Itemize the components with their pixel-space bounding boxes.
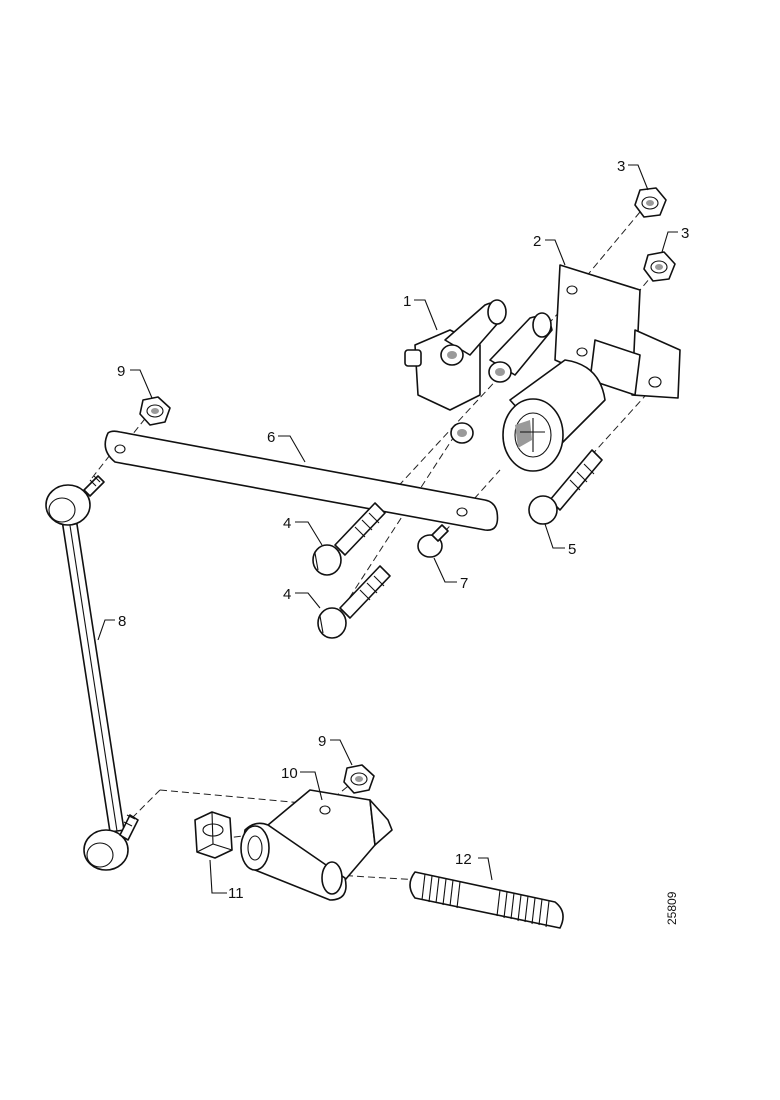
label-part-9-upper: 9 (117, 363, 125, 380)
level-sensor-1 (404, 299, 606, 472)
label-part-9-lower: 9 (318, 733, 326, 750)
lower-bracket-10 (240, 789, 393, 901)
lever-arm-6 (104, 430, 499, 531)
label-part-2: 2 (533, 233, 541, 250)
hex-nut-11 (194, 811, 233, 859)
label-part-4-lower: 4 (283, 586, 291, 603)
link-rod-8 (45, 475, 139, 871)
threaded-stud-12 (409, 871, 564, 929)
label-part-3-lower: 3 (681, 225, 689, 242)
label-part-10: 10 (281, 765, 298, 782)
lock-nut-3-lower (643, 251, 676, 282)
label-part-8: 8 (118, 613, 126, 630)
label-part-1: 1 (403, 293, 411, 310)
lock-nut-9-upper (139, 396, 171, 426)
label-part-4-upper: 4 (283, 515, 291, 532)
bolt-4-upper (312, 502, 386, 576)
figure-code: 25809 (665, 891, 679, 925)
screw-7 (417, 524, 449, 558)
label-part-5: 5 (568, 541, 576, 558)
label-part-12: 12 (455, 851, 472, 868)
label-part-11: 11 (228, 885, 244, 902)
bolt-4-lower (317, 565, 391, 639)
label-part-7: 7 (460, 575, 468, 592)
label-part-3-upper: 3 (617, 158, 625, 175)
bolt-5 (528, 449, 603, 525)
lock-nut-3-upper (634, 187, 667, 218)
part-labels: 1 2 3 3 4 4 5 6 7 8 9 9 10 11 12 (117, 158, 689, 902)
label-part-6: 6 (267, 429, 275, 446)
lock-nut-9-lower (343, 764, 375, 794)
leader-lines (97, 164, 678, 894)
